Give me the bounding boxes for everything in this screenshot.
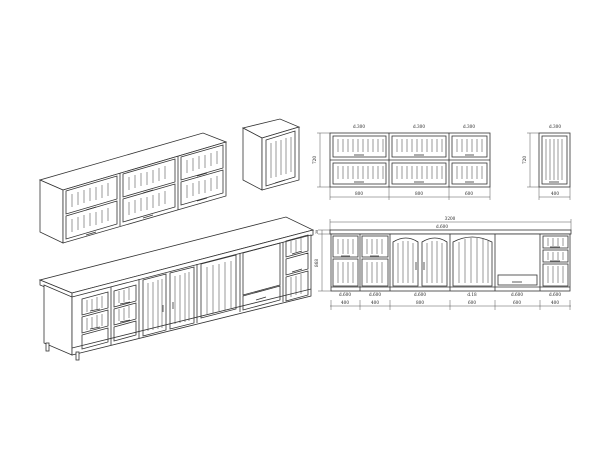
base-top-thickness-label: 38 (315, 229, 319, 234)
base-width-label-4: 600 (468, 300, 476, 305)
base-depth-label-1: d.600 (339, 292, 351, 297)
base-height-label: 868 (314, 259, 319, 267)
base-depth-label-3: d.600 (414, 292, 426, 297)
iso-upper-cabinets (38, 132, 228, 244)
upper-width-label-1: 800 (355, 191, 363, 196)
base-width-label-5: 600 (513, 300, 521, 305)
upper-depth-label-2: d.300 (413, 124, 425, 129)
base-width-label-1: 400 (341, 300, 349, 305)
base-top-depth-label: d.600 (436, 224, 448, 229)
elevation-tall-wall-cabinet: d.300 720 400 (522, 124, 571, 200)
base-total-width-label: 3200 (445, 216, 456, 221)
tall-height-label: 720 (522, 156, 527, 164)
upper-depth-label-3: d.300 (463, 124, 475, 129)
base-depth-label-6: d.600 (549, 292, 561, 297)
iso-base-cabinets (38, 216, 315, 361)
base-width-label-6: 400 (551, 300, 559, 305)
upper-height-label: 720 (312, 156, 317, 164)
base-depth-label-4: d.18 (467, 292, 477, 297)
elevation-base-cabinets: 3200 d.600 (314, 216, 572, 310)
base-width-label-3: 800 (416, 300, 424, 305)
tall-width-label: 400 (551, 191, 559, 196)
iso-tall-wall-cabinet (241, 118, 301, 191)
upper-width-label-2: 800 (415, 191, 423, 196)
upper-depth-label-1: d.300 (353, 124, 365, 129)
upper-width-label-3: 600 (465, 191, 473, 196)
base-depth-label-2: d.600 (369, 292, 381, 297)
elevation-upper-cabinets: d.300 d.300 d.300 720 800 800 600 (312, 124, 491, 200)
base-width-label-2: 400 (371, 300, 379, 305)
base-depth-label-5: d.600 (511, 292, 523, 297)
tall-depth-label: d.300 (549, 124, 561, 129)
